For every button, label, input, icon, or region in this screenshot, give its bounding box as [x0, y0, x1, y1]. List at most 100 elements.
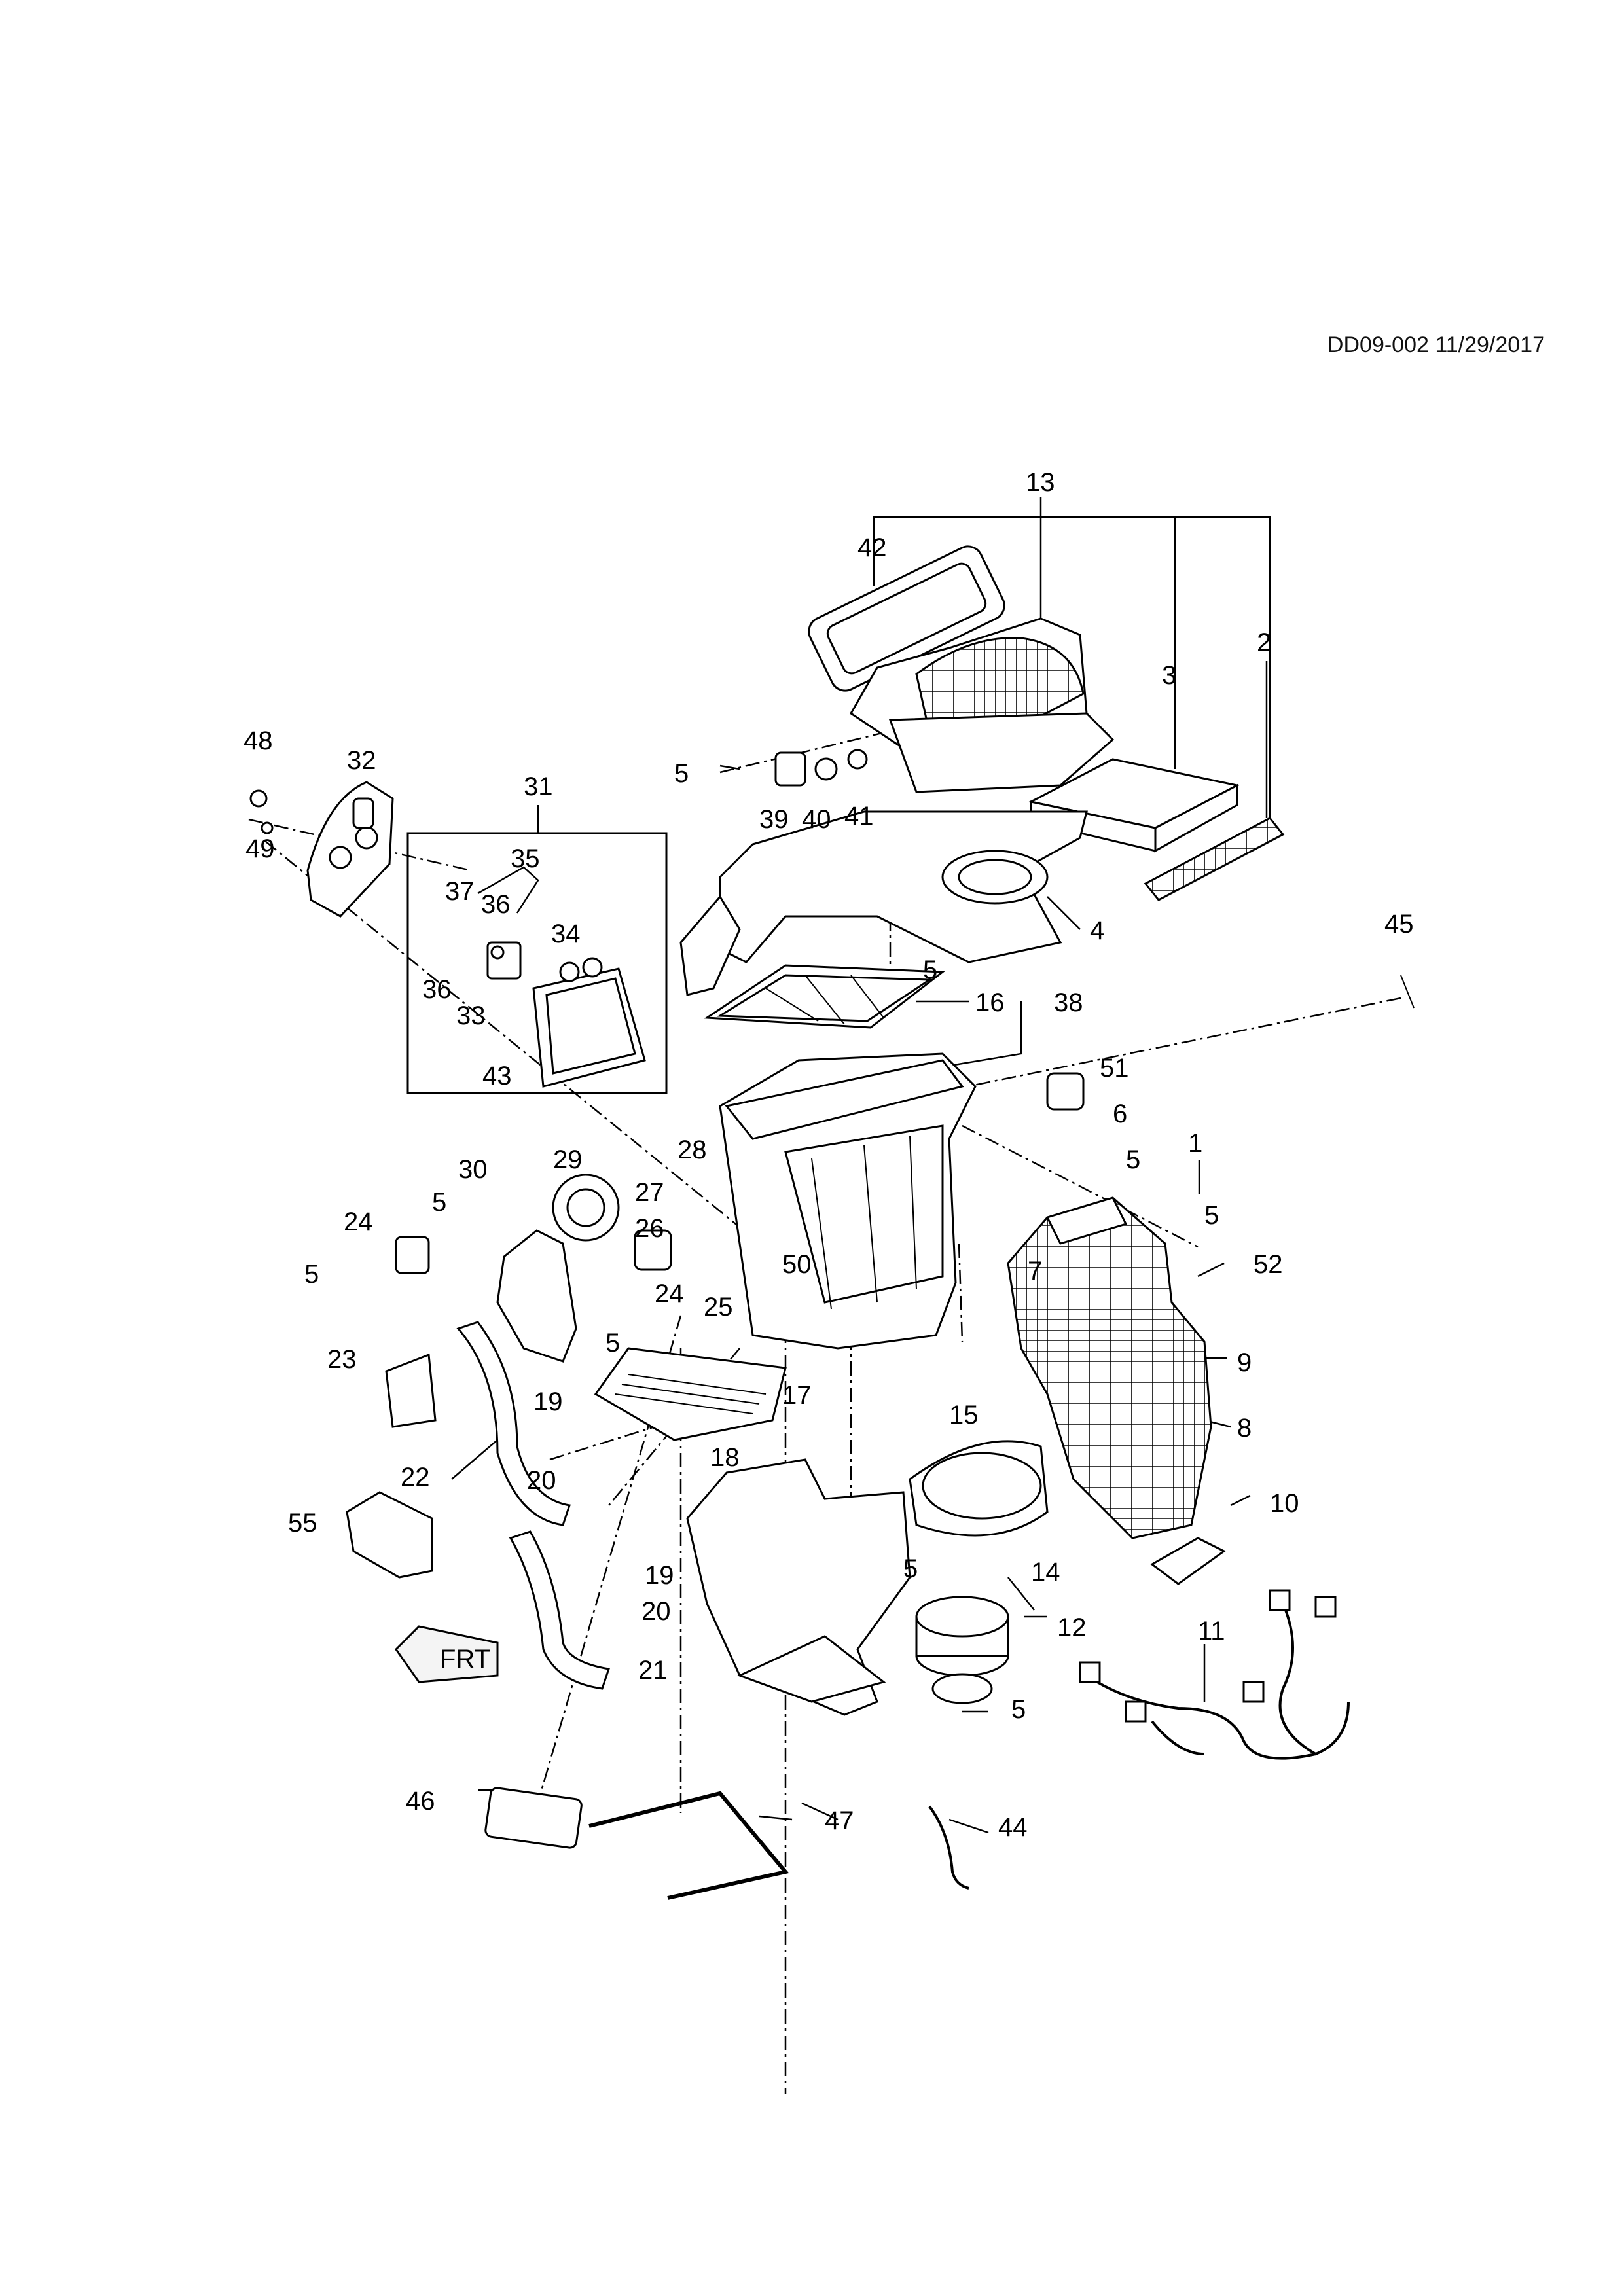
hose-22: [456, 1321, 571, 1526]
callout-47: 47: [825, 1806, 854, 1835]
callout-28: 28: [677, 1136, 707, 1164]
callout-45: 45: [1384, 910, 1414, 939]
callout-46: 46: [406, 1787, 435, 1816]
wiring-harness-11: [1079, 1589, 1350, 1760]
mode-door-30: [496, 1229, 577, 1363]
callout-39: 39: [759, 805, 789, 834]
callout-20-upper: 20: [527, 1466, 556, 1495]
callout-5-e: 5: [1204, 1201, 1219, 1230]
leader-lines: [248, 497, 1415, 2094]
bracket-23: [385, 1353, 437, 1428]
callout-24-left: 24: [344, 1208, 373, 1236]
callout-43: 43: [482, 1062, 512, 1090]
filter-frame-16: [704, 964, 946, 1029]
callout-22: 22: [401, 1463, 430, 1492]
callout-48: 48: [244, 726, 273, 755]
callout-2: 2: [1257, 628, 1271, 657]
seal-49: [261, 821, 274, 834]
evaporator-core-31: [532, 957, 646, 1088]
callout-55: 55: [288, 1509, 317, 1537]
drain-hose-44: [928, 1805, 969, 1890]
callout-20-lower: 20: [641, 1597, 671, 1626]
callout-6: 6: [1113, 1100, 1127, 1128]
callout-41: 41: [844, 802, 874, 831]
callout-49: 49: [245, 834, 275, 863]
callout-27: 27: [635, 1178, 664, 1207]
heater-core-18: [594, 1347, 787, 1441]
actuator-6: [1046, 1072, 1085, 1111]
callout-36-lower: 36: [422, 975, 452, 1004]
callout-24-right: 24: [655, 1280, 684, 1308]
callout-5-c: 5: [1126, 1145, 1140, 1174]
blower-upper-case-13: [850, 617, 1115, 793]
callout-7: 7: [1028, 1257, 1042, 1285]
distribution-case-8: [1007, 1196, 1212, 1539]
callout-21: 21: [638, 1656, 668, 1685]
callout-4: 4: [1090, 916, 1104, 945]
hose-21: [509, 1530, 610, 1690]
actuator-24-right: [634, 1229, 672, 1271]
blower-motor-12: [915, 1596, 1009, 1704]
callout-5-i: 5: [1011, 1695, 1026, 1724]
orientation-label: FRT: [440, 1645, 490, 1674]
callout-52: 52: [1254, 1250, 1283, 1279]
parts: [249, 545, 1350, 1900]
filter-cover-2: [1144, 817, 1285, 901]
callout-5-h: 5: [903, 1554, 918, 1583]
callout-50: 50: [782, 1250, 812, 1279]
callout-44: 44: [998, 1813, 1028, 1842]
duct-55: [346, 1491, 433, 1579]
callout-25: 25: [704, 1293, 733, 1321]
callout-9: 9: [1237, 1348, 1252, 1377]
seal-47: [588, 1791, 789, 1900]
callout-42: 42: [857, 533, 887, 562]
front-orientation-arrow: [395, 1625, 499, 1683]
callout-23: 23: [327, 1345, 357, 1374]
callout-51: 51: [1100, 1054, 1129, 1083]
callout-5-g: 5: [605, 1329, 620, 1357]
callout-31: 31: [524, 772, 553, 801]
callout-34: 34: [551, 920, 581, 948]
callout-11: 11: [1198, 1617, 1225, 1645]
callout-5-a: 5: [674, 759, 689, 788]
blower-housing-4: [679, 810, 1088, 996]
hvac-lower-case-14: [686, 1440, 1049, 1716]
callout-32: 32: [347, 746, 376, 775]
hvac-upper-case: [719, 1052, 977, 1350]
callout-37: 37: [445, 877, 475, 906]
callout-40: 40: [802, 805, 831, 834]
callout-19-upper: 19: [533, 1388, 563, 1416]
callout-35: 35: [511, 844, 540, 873]
callout-38: 38: [1054, 988, 1083, 1017]
callout-36-upper: 36: [481, 890, 511, 919]
callout-1: 1: [1188, 1129, 1202, 1158]
callout-labels: 13 42 3 2 48 32 31 35 37 36 36 34 33 43 …: [244, 468, 1414, 1842]
callout-26: 26: [635, 1214, 664, 1243]
seal-10: [1150, 1537, 1226, 1585]
callout-17: 17: [782, 1381, 812, 1410]
part-41: [847, 749, 868, 770]
actuator-39: [774, 751, 806, 787]
callout-14: 14: [1031, 1558, 1060, 1587]
part-40: [814, 757, 838, 781]
callout-5-d: 5: [432, 1188, 446, 1217]
callout-3: 3: [1162, 661, 1176, 690]
callout-16: 16: [975, 988, 1005, 1017]
callout-8: 8: [1237, 1414, 1252, 1443]
callout-13: 13: [1026, 468, 1055, 497]
callout-5-b: 5: [923, 956, 937, 984]
callout-10: 10: [1270, 1489, 1299, 1518]
callout-12: 12: [1057, 1613, 1087, 1642]
actuator-24-left: [395, 1236, 430, 1274]
callout-18: 18: [710, 1443, 740, 1472]
callout-5-f: 5: [304, 1260, 319, 1289]
seal-48: [249, 789, 268, 808]
callout-15: 15: [949, 1401, 979, 1429]
seal-plate-32: [306, 781, 394, 918]
gasket-42: [808, 545, 1005, 692]
document-reference: DD09-002 11/29/2017: [1327, 332, 1545, 357]
expansion-valve-34: [486, 941, 522, 980]
callout-29: 29: [553, 1145, 583, 1174]
seal-46: [484, 1787, 583, 1849]
